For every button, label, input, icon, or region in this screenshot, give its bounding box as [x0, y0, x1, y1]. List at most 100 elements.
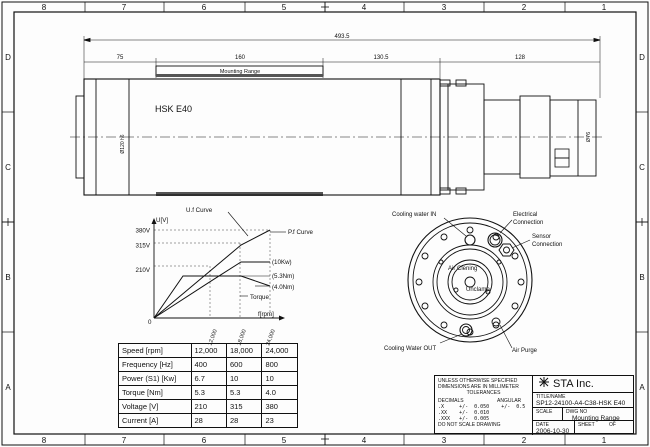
unclamp-label: Unclamp — [466, 287, 490, 293]
zone-left-b: B — [5, 273, 10, 282]
dim-128: 128 — [515, 55, 526, 61]
spec-cell: 28 — [225, 413, 263, 428]
performance-chart — [151, 211, 286, 321]
spindle-front-view — [407, 217, 533, 349]
spindle-side-view — [70, 36, 605, 196]
zone-top-3: 3 — [442, 3, 447, 12]
dim-130-5: 130.5 — [373, 55, 389, 61]
dim-75: 75 — [117, 55, 124, 61]
sensor-connection-label-1: Sensor — [532, 234, 551, 240]
spec-cell: 800 — [261, 357, 298, 372]
spec-cell: 10 — [261, 371, 298, 386]
zone-top-2: 2 — [522, 3, 527, 12]
spec-row-label: Power (S1) [Kw] — [118, 371, 192, 386]
zone-bottom-7: 7 — [122, 436, 127, 445]
electrical-connection-label-2: Connection — [513, 220, 543, 226]
scale-caption: SCALE — [536, 409, 553, 415]
zone-bottom-3: 3 — [442, 436, 447, 445]
zone-top-4: 4 — [362, 3, 367, 12]
spec-cell: 24,000 — [261, 343, 298, 358]
of-caption: OF — [609, 422, 616, 428]
zone-top-7: 7 — [122, 3, 127, 12]
uf-curve-line — [153, 229, 271, 319]
spec-row-label: Voltage [V] — [118, 399, 192, 414]
power-annotation: (10Kw) — [272, 259, 292, 266]
zone-bottom-5: 5 — [282, 436, 287, 445]
decimals-caption: DECIMALS — [438, 398, 464, 404]
spec-row-label: Current [A] — [118, 413, 192, 428]
spec-row-label: Speed [rpm] — [118, 343, 192, 358]
chart-y-tick: 380V — [136, 228, 151, 235]
dwg-no-caption: DWG NO — [566, 409, 588, 415]
cooling-water-out-label: Cooling Water OUT — [384, 346, 436, 352]
spec-row-label: Torque [Nm] — [118, 385, 192, 400]
dim-body-diameter: Ø120 h6 — [120, 134, 126, 153]
tolerance-row-1: .X +/- 0.050 +/- 0.5 — [438, 404, 526, 410]
zone-top-5: 5 — [282, 3, 287, 12]
dim-overall: 493.5 — [334, 34, 350, 40]
chart-y-tick: 210V — [136, 267, 151, 274]
zone-bottom-2: 2 — [522, 436, 527, 445]
spec-cell: 5.3 — [225, 385, 263, 400]
zone-top-6: 6 — [202, 3, 207, 12]
spec-cell: 210 — [190, 399, 227, 414]
torque-5-3-annotation: (5.3Nm) — [272, 273, 294, 280]
spec-cell: 10 — [225, 371, 263, 386]
sheet-caption: SHEET — [578, 422, 595, 428]
tolerance-row-3: .XXX +/- 0.005 — [438, 416, 490, 422]
unless-note-3: TOLERANCES — [466, 390, 501, 396]
zone-top-1: 1 — [602, 3, 607, 12]
dim-tail-diameter: Ø76 — [586, 132, 592, 142]
spec-row-label: Frequency [Hz] — [118, 357, 192, 372]
zone-bottom-4: 4 — [362, 436, 367, 445]
pf-curve-label: P.f Curve — [288, 229, 314, 236]
spec-cell: 12,000 — [190, 343, 227, 358]
chart-x-tick: 24,000 — [265, 329, 276, 347]
spec-cell: 315 — [225, 399, 263, 414]
chart-y-label: U[V] — [156, 217, 168, 224]
zone-left-d: D — [5, 53, 11, 62]
torque-annotation: Torque — [250, 294, 269, 301]
air-purge-label: Air Purge — [512, 348, 538, 354]
unless-note-1: UNLESS OTHERWISE SPECIFIED — [438, 378, 518, 384]
title-caption: TITLE/NAME — [536, 394, 566, 400]
tolerance-row-2: .XX +/- 0.010 — [438, 410, 490, 416]
spec-cell: 18,000 — [225, 343, 263, 358]
chart-x-tick: 12,000 — [207, 329, 218, 347]
chart-y-tick: 315V — [136, 243, 151, 250]
zone-right-b: B — [639, 273, 644, 282]
zone-bottom-6: 6 — [202, 436, 207, 445]
chart-series-group — [153, 229, 271, 319]
air-cleaning-label: Air Clening — [448, 266, 477, 272]
zone-left-c: C — [5, 163, 11, 172]
electrical-connection-label-1: Electrical — [513, 212, 537, 218]
zone-bottom-1: 1 — [602, 436, 607, 445]
sensor-connection-label-2: Connection — [532, 242, 562, 248]
unless-note-2: DIMENSIONS ARE IN MILLIMETER — [438, 384, 519, 390]
spec-cell: 5.3 — [190, 385, 227, 400]
title-block: UNLESS OTHERWISE SPECIFIED DIMENSIONS AR… — [434, 375, 634, 435]
spindle-model-label: HSK E40 — [155, 104, 192, 114]
cooling-water-in-label: Cooling water IN — [392, 212, 436, 218]
company-name: STA Inc. — [553, 378, 594, 390]
date-caption: DATE — [536, 422, 549, 428]
chart-x-label: f[rpm] — [258, 311, 274, 318]
zone-bottom-8: 8 — [42, 436, 47, 445]
torque-4-0-annotation: (4.0Nm) — [272, 284, 294, 291]
spec-cell: 23 — [261, 413, 298, 428]
spec-cell: 400 — [190, 357, 227, 372]
spec-cell: 4.0 — [261, 385, 298, 400]
mounting-range-label: Mounting Range — [220, 69, 260, 75]
dwg-no-value: Mounting Range — [572, 415, 620, 422]
